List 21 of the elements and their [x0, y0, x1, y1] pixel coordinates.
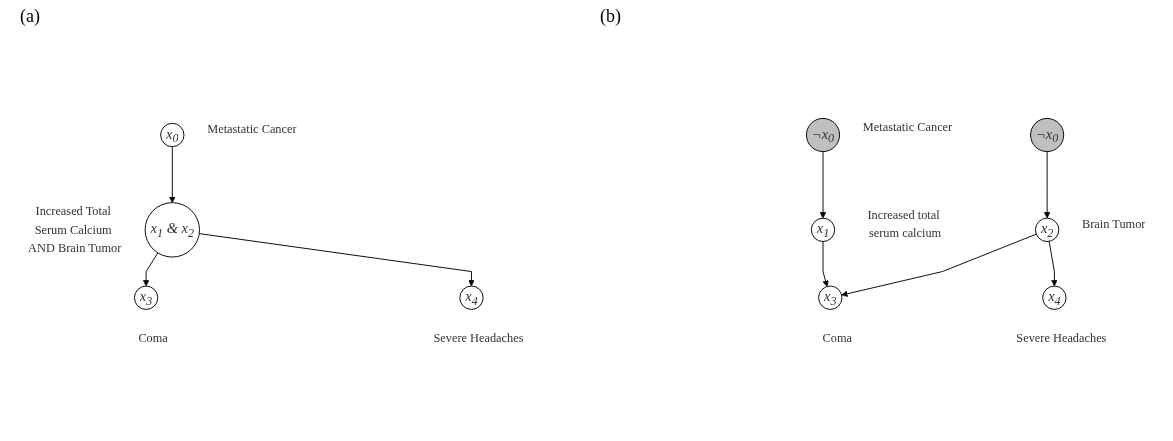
node-circle: ¬x$_{0}$ [805, 117, 841, 153]
node-label: Increased total serum calcium [867, 207, 942, 240]
node-label: Severe Headaches [433, 331, 524, 345]
node-circle: x$_{0}$ [160, 122, 185, 148]
node-circle: x$_{3}$ [133, 285, 159, 310]
node-circle: x$_{3}$ [818, 285, 843, 310]
node-label: Brain Tumor [1082, 216, 1146, 231]
node-circle: x$_{1}$ & x$_{2}$ [144, 202, 200, 258]
node-label: Metastatic Cancer [207, 122, 297, 136]
node-circle: x$_{1}$ [810, 217, 836, 242]
node-circle: x$_{4}$ [1042, 285, 1067, 310]
node-circle: ¬x$_{0}$ [1030, 117, 1065, 153]
node-circle: x$_{2}$ [1034, 217, 1060, 242]
node-label: Coma [822, 331, 853, 345]
panel-label: (a) [20, 6, 40, 27]
node-label: Severe Headaches [1016, 331, 1107, 345]
node-label: Metastatic Cancer [862, 119, 953, 134]
node-label: Coma [138, 331, 168, 345]
panel-label: (b) [600, 6, 621, 27]
node-circle: x$_{4}$ [459, 285, 484, 310]
node-label: Increased Total Serum Calcium AND Brain Tumor [28, 204, 122, 256]
